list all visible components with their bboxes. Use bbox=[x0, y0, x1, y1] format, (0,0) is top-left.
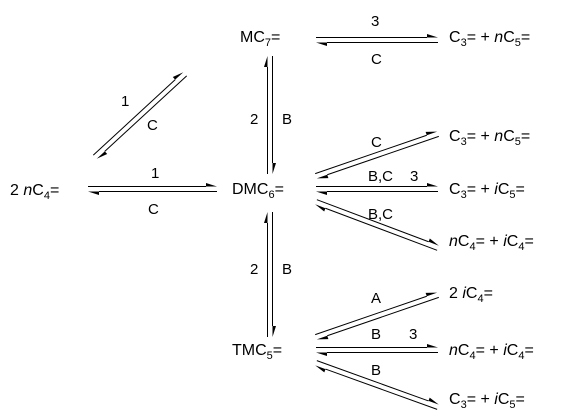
label-dmc6-mid-right: 3 bbox=[410, 168, 418, 185]
product-tmc5-1: 2 iC4= bbox=[449, 285, 493, 305]
label-mc7-forward: 3 bbox=[371, 13, 379, 30]
arrow-nc4-dmc6 bbox=[88, 183, 217, 195]
label-mc7-dmc6-right: B bbox=[282, 111, 292, 128]
species-nc4: 2 nC4= bbox=[10, 182, 59, 202]
label-mc7-reverse: C bbox=[371, 51, 382, 68]
label-dmc6-mid-left: B,C bbox=[368, 168, 393, 185]
label-dmc6-up: C bbox=[371, 134, 382, 151]
species-mc7: MC7= bbox=[240, 29, 280, 49]
arrow-mc7-dmc6 bbox=[264, 56, 276, 174]
arrow-tmc5-dmc6 bbox=[264, 212, 276, 337]
product-dmc6-3: nC4= + iC4= bbox=[449, 233, 534, 253]
product-dmc6-2: C3= + iC5= bbox=[449, 181, 525, 201]
label-dmc6-tmc5-left: 2 bbox=[250, 261, 258, 278]
arrow-dmc6-product-3 bbox=[315, 199, 439, 251]
arrow-tmc5-product-3 bbox=[315, 360, 439, 410]
arrow-dmc6-product-1 bbox=[315, 131, 439, 179]
label-nc4-forward: 1 bbox=[151, 165, 159, 182]
label-tmc5-up: A bbox=[371, 290, 381, 307]
product-tmc5-3: C3= + iC5= bbox=[449, 391, 525, 411]
equilibrium-arrows bbox=[88, 34, 439, 410]
arrow-tmc5-product-1 bbox=[315, 292, 439, 340]
product-tmc5-2: nC4= + iC4= bbox=[449, 342, 534, 362]
species-tmc5: TMC5= bbox=[232, 342, 282, 362]
arrow-mc7-products bbox=[316, 34, 438, 46]
label-dmc6-down: B,C bbox=[368, 206, 393, 223]
label-tmc5-down: B bbox=[371, 362, 381, 379]
label-mc7-dmc6-left: 2 bbox=[250, 111, 258, 128]
product-mc7: C3= + nC5= bbox=[449, 29, 530, 49]
product-dmc6-1: C3= + nC5= bbox=[449, 128, 530, 148]
arrow-diagonal-nc4-mc7 bbox=[92, 72, 188, 159]
species-dmc6: DMC6= bbox=[232, 181, 284, 201]
arrow-dmc6-product-2 bbox=[316, 183, 438, 195]
arrow-tmc5-product-2 bbox=[316, 344, 438, 356]
label-tmc5-mid-left: B bbox=[371, 326, 381, 343]
label-nc4-reverse: C bbox=[148, 201, 159, 218]
label-dmc6-tmc5-right: B bbox=[282, 261, 292, 278]
label-diagonal-reverse: C bbox=[147, 117, 158, 134]
label-diagonal-forward: 1 bbox=[121, 93, 129, 110]
label-tmc5-mid-right: 3 bbox=[409, 326, 417, 343]
